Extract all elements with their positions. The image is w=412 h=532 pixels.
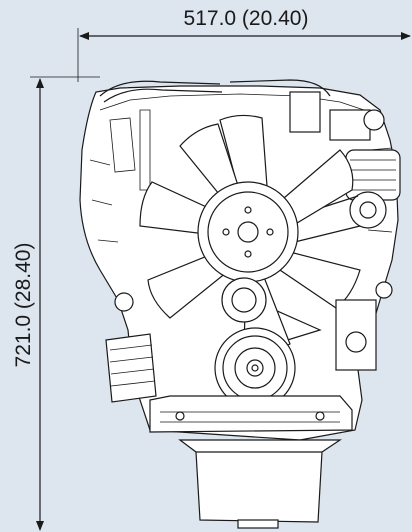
oil-filter: [105, 292, 157, 403]
height-dimension: 721.0 (28.40): [12, 76, 100, 531]
right-lower-components: [335, 281, 393, 371]
idler-pulley: [221, 277, 267, 323]
upper-pipework: [99, 79, 385, 191]
cooling-fan: [139, 114, 361, 352]
height-dimension-label: 721.0 (28.40): [12, 243, 35, 368]
width-dimension-label: 517.0 (20.40): [184, 7, 309, 30]
alternator: [345, 149, 401, 229]
oil-pan: [178, 439, 342, 529]
lower-block: [149, 395, 353, 433]
width-dimension: 517.0 (20.40): [77, 7, 411, 82]
